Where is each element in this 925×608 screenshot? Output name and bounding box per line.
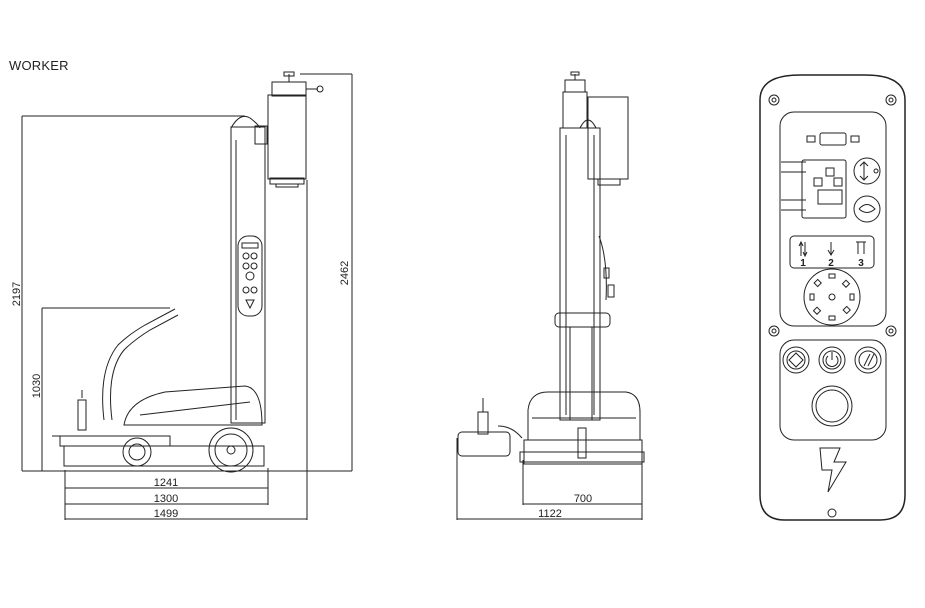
control-panel (759, 74, 906, 521)
dimension-length-3: 1499 (154, 508, 178, 520)
page-title: WORKER (9, 58, 69, 73)
front-view (456, 71, 645, 520)
dimension-length-2: 1300 (154, 493, 178, 505)
dimension-width-1: 700 (574, 493, 592, 505)
dimension-length-1: 1241 (154, 477, 178, 489)
side-view (21, 71, 353, 520)
mode-label-3: 3 (858, 258, 864, 269)
dimension-height-upright: 2197 (11, 282, 23, 306)
mode-label-2: 2 (828, 258, 834, 269)
dimension-height-handle: 1030 (31, 374, 43, 398)
mode-label-1: 1 (800, 258, 806, 269)
dimension-width-2: 1122 (538, 508, 562, 520)
dimension-height-total: 2462 (339, 261, 351, 285)
